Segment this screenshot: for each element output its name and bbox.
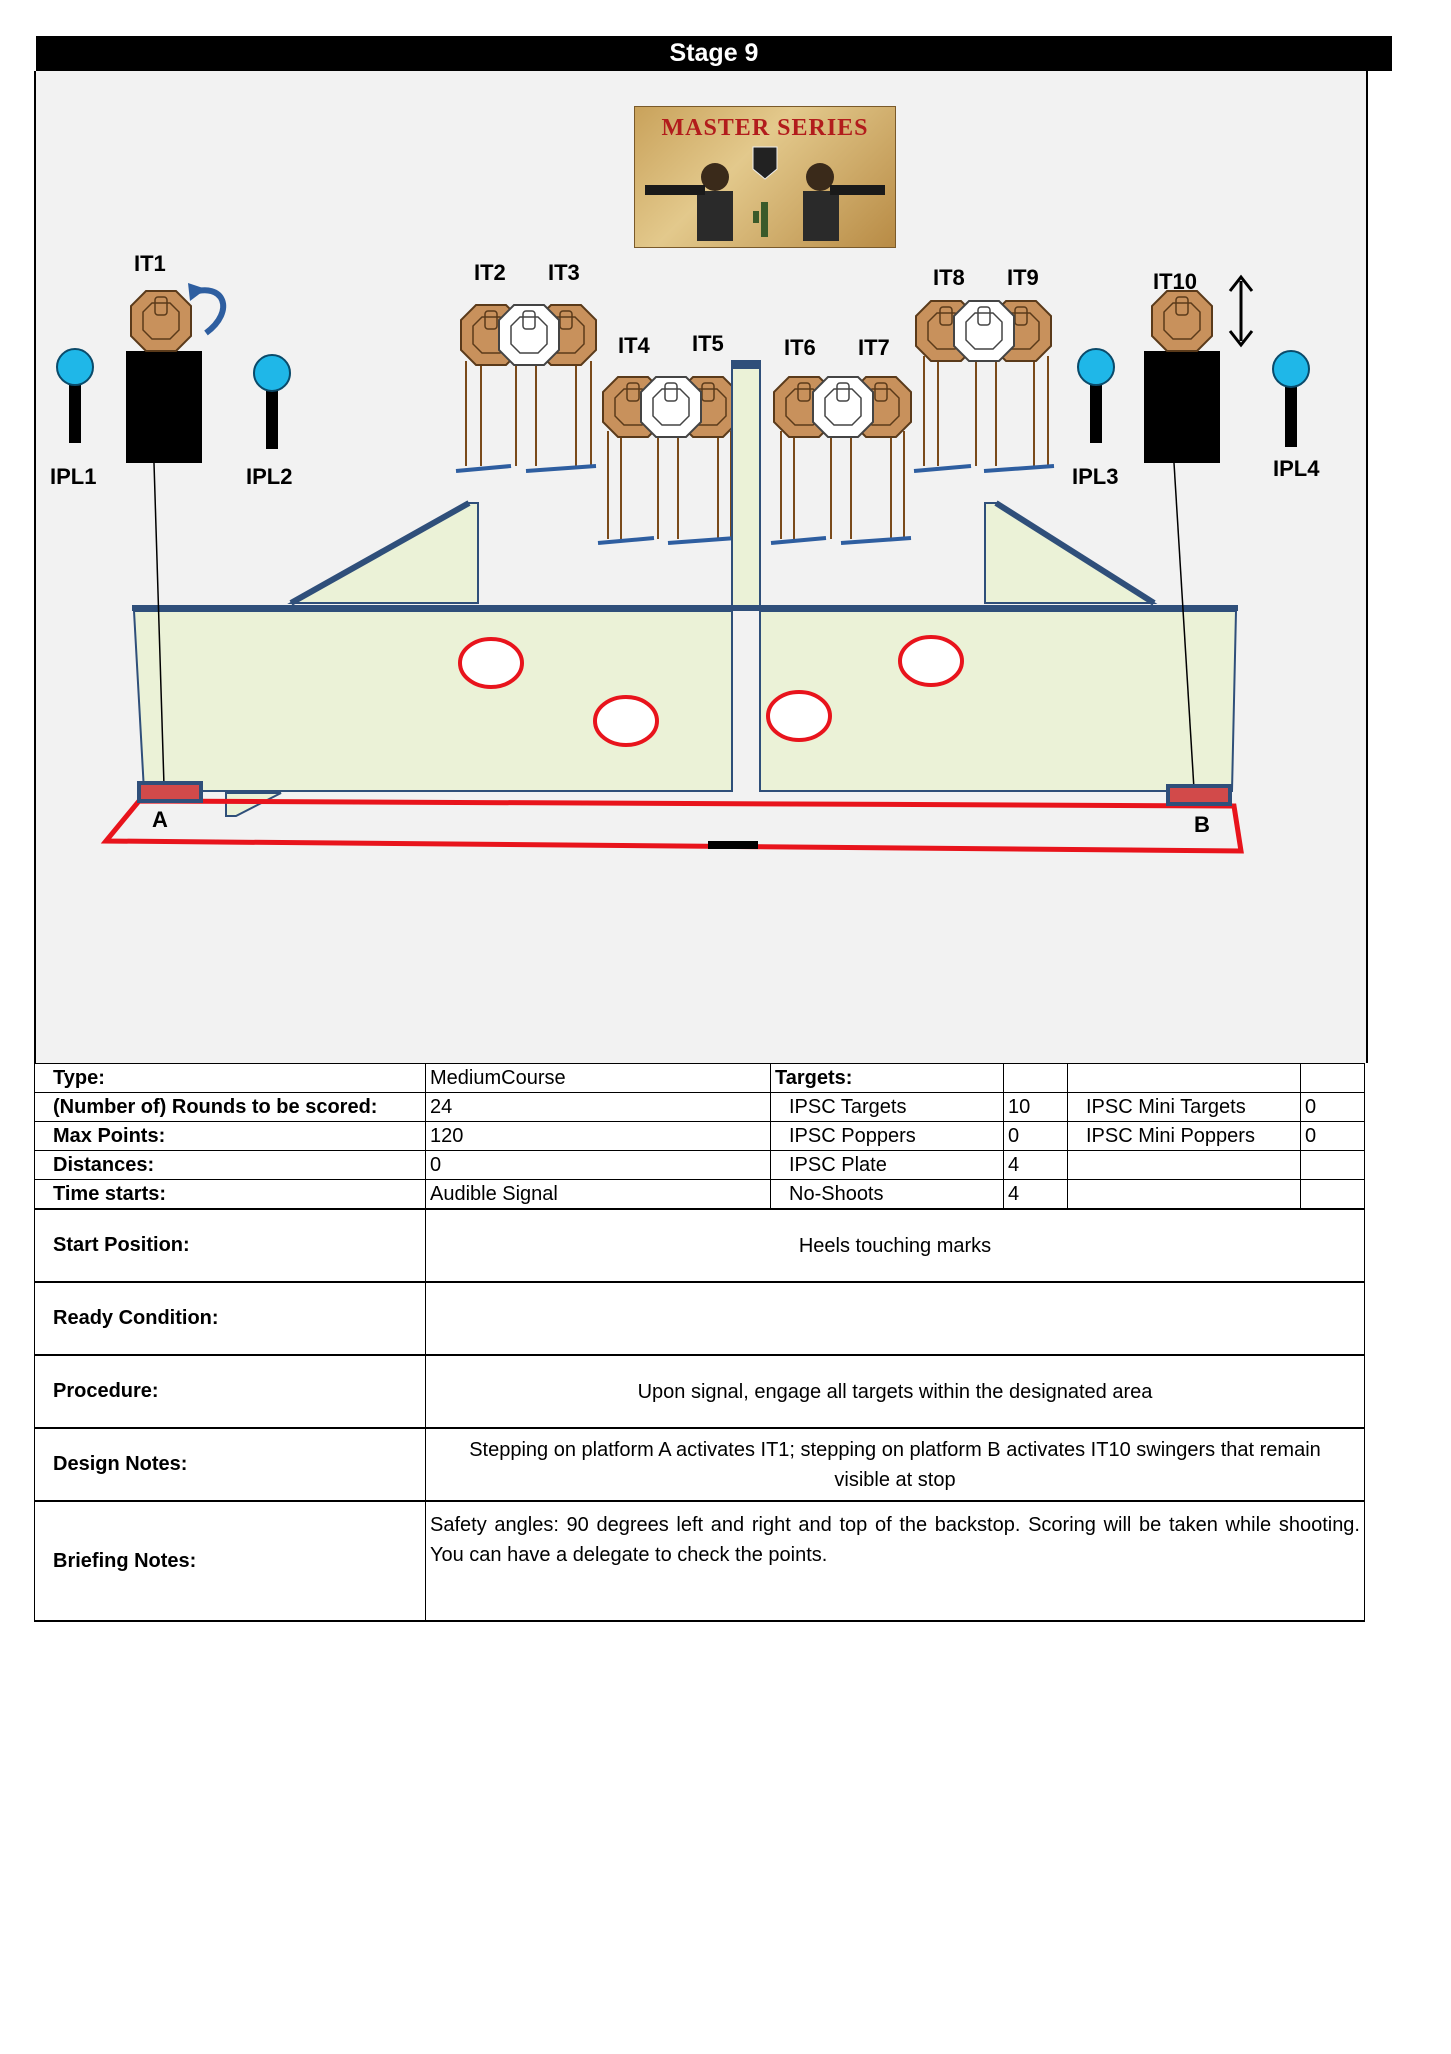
- platform-b: [1166, 784, 1232, 806]
- activation-wire-a: [153, 462, 165, 787]
- ipsc-poppers-value: 0: [1003, 1121, 1068, 1151]
- start-mark: [708, 841, 758, 849]
- platform-a: [137, 781, 203, 803]
- table-row: Distances: 0 IPSC Plate 4: [34, 1150, 1365, 1180]
- ready-condition-label: Ready Condition:: [34, 1281, 426, 1356]
- design-notes-label: Design Notes:: [34, 1427, 426, 1502]
- start-position-value: Heels touching marks: [425, 1208, 1365, 1283]
- label-ipl4: IPL4: [1273, 456, 1320, 481]
- stage-title: Stage 9: [36, 36, 1392, 71]
- label-ipl2: IPL2: [246, 464, 293, 489]
- mini-poppers-value: 0: [1300, 1121, 1365, 1151]
- stage-info-table: Type: MediumCourse Targets: (Number of) …: [34, 1063, 1365, 1622]
- front-barrier-wall: [132, 605, 1238, 817]
- label-platform-b: B: [1194, 812, 1210, 837]
- label-it3: IT3: [548, 260, 580, 285]
- center-divider-wall: [731, 360, 761, 607]
- briefing-notes-label: Briefing Notes:: [34, 1500, 426, 1622]
- it4-it5-target-array: [597, 376, 739, 545]
- label-it10: IT10: [1153, 269, 1198, 294]
- procedure-label: Procedure:: [34, 1354, 426, 1429]
- activation-wire-b: [1173, 462, 1195, 790]
- shooting-area-fault-line: [100, 798, 1244, 854]
- it8-it9-target-array: [913, 300, 1055, 473]
- label-it7: IT7: [858, 335, 890, 360]
- table-row: Type: MediumCourse Targets:: [34, 1063, 1365, 1093]
- master-series-logo: MASTER SERIES: [634, 106, 896, 248]
- table-row: Start Position: Heels touching marks: [34, 1208, 1365, 1283]
- label-it1: IT1: [134, 251, 166, 276]
- logo-text: MASTER SERIES: [661, 115, 869, 141]
- right-wing-wall: [984, 500, 1158, 606]
- start-position-label: Start Position:: [34, 1208, 426, 1283]
- ready-condition-value: [425, 1281, 1365, 1356]
- it6-it7-target-array: [770, 376, 912, 545]
- type-value: MediumCourse: [425, 1063, 771, 1093]
- timestarts-value: Audible Signal: [425, 1179, 771, 1210]
- ipsc-targets-label: IPSC Targets: [770, 1092, 1004, 1122]
- rounds-label: (Number of) Rounds to be scored:: [34, 1092, 426, 1122]
- label-platform-a: A: [152, 807, 168, 832]
- port-openings: [458, 635, 964, 747]
- ipl4-plate: [1272, 350, 1310, 447]
- noshoots-value: 4: [1003, 1179, 1068, 1210]
- distances-value: 0: [425, 1150, 771, 1180]
- it1-swinger-target: [126, 283, 227, 463]
- type-label: Type:: [34, 1063, 426, 1093]
- ipl2-plate: [253, 354, 291, 449]
- logo-shooters-image: [645, 146, 885, 241]
- rounds-value: 24: [425, 1092, 771, 1122]
- ipl1-plate: [56, 348, 94, 443]
- distances-label: Distances:: [34, 1150, 426, 1180]
- label-it8: IT8: [933, 265, 965, 290]
- left-wing-wall: [287, 500, 479, 606]
- targets-header: Targets:: [770, 1063, 1004, 1093]
- label-it5: IT5: [692, 331, 724, 356]
- mini-targets-value: 0: [1300, 1092, 1365, 1122]
- table-row: Briefing Notes: Safety angles: 90 degree…: [34, 1500, 1365, 1622]
- design-notes-value: Stepping on platform A activates IT1; st…: [425, 1427, 1365, 1502]
- briefing-notes-value: Safety angles: 90 degrees left and right…: [425, 1500, 1365, 1622]
- table-row: Procedure: Upon signal, engage all targe…: [34, 1354, 1365, 1429]
- table-row: Max Points: 120 IPSC Poppers 0 IPSC Mini…: [34, 1121, 1365, 1151]
- label-ipl3: IPL3: [1072, 464, 1119, 489]
- stage-diagram: MASTER SERIES: [34, 71, 1368, 1063]
- label-it4: IT4: [618, 333, 650, 358]
- table-row: Ready Condition:: [34, 1281, 1365, 1356]
- noshoots-label: No-Shoots: [770, 1179, 1004, 1210]
- table-row: Design Notes: Stepping on platform A act…: [34, 1427, 1365, 1502]
- diagram-drawing: [56, 274, 1310, 854]
- label-ipl1: IPL1: [50, 464, 97, 489]
- ipsc-plate-value: 4: [1003, 1150, 1068, 1180]
- procedure-value: Upon signal, engage all targets within t…: [425, 1354, 1365, 1429]
- label-it9: IT9: [1007, 265, 1039, 290]
- table-row: Time starts: Audible Signal No-Shoots 4: [34, 1179, 1365, 1210]
- mini-poppers-label: IPSC Mini Poppers: [1067, 1121, 1301, 1151]
- it10-mover-target: [1144, 274, 1254, 463]
- maxpoints-value: 120: [425, 1121, 771, 1151]
- label-it6: IT6: [784, 335, 816, 360]
- timestarts-label: Time starts:: [34, 1179, 426, 1210]
- label-it2: IT2: [474, 260, 506, 285]
- it2-it3-target-array: [455, 304, 597, 473]
- ipsc-plate-label: IPSC Plate: [770, 1150, 1004, 1180]
- ipsc-targets-value: 10: [1003, 1092, 1068, 1122]
- mini-targets-label: IPSC Mini Targets: [1067, 1092, 1301, 1122]
- ipl3-plate: [1077, 348, 1115, 443]
- table-row: (Number of) Rounds to be scored: 24 IPSC…: [34, 1092, 1365, 1122]
- maxpoints-label: Max Points:: [34, 1121, 426, 1151]
- ipsc-poppers-label: IPSC Poppers: [770, 1121, 1004, 1151]
